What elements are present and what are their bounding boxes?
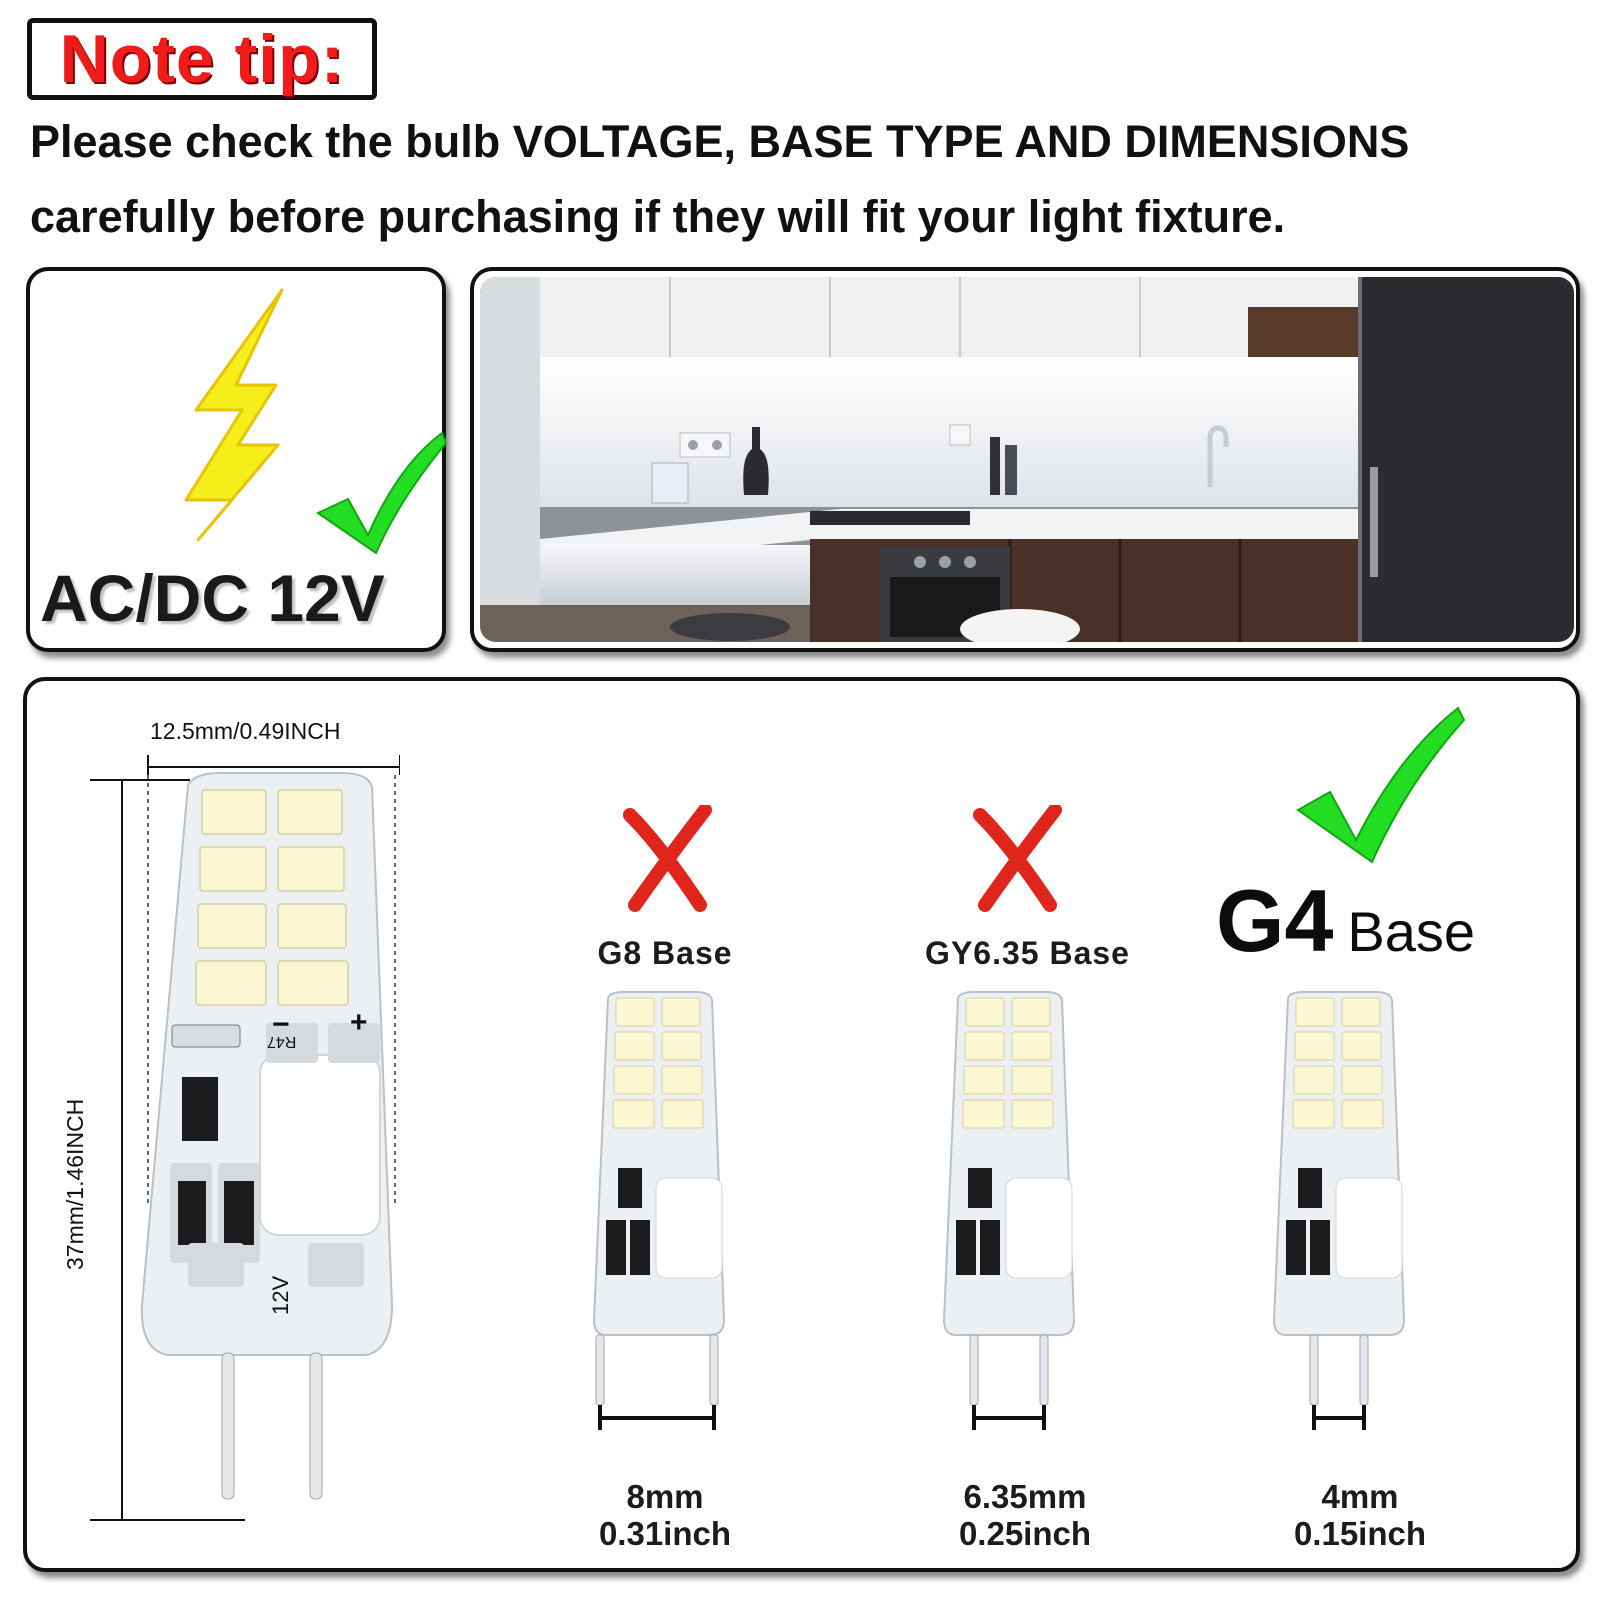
height-dimension-label: 37mm/1.46INCH [62, 1098, 88, 1270]
g4-measure-mm: 4mm [1321, 1478, 1399, 1515]
bulb-minus-mark: − [272, 1008, 290, 1041]
g8-bulb-icon [592, 991, 726, 1430]
bulb-plus-mark: + [350, 1006, 368, 1039]
gy635-measure-mm: 6.35mm [963, 1478, 1087, 1515]
g8-measure: 8mm 0.31inch [575, 1478, 755, 1552]
large-bulb-diagram [90, 755, 400, 1521]
g4-measure-inch: 0.15inch [1293, 1515, 1427, 1552]
note-title: Note tip: [59, 21, 345, 97]
green-check-icon [315, 431, 448, 555]
voltage-icons [184, 288, 448, 555]
g4-check-icon [1296, 706, 1466, 864]
gy635-cross-icon [973, 805, 1062, 912]
g8-base-label: G8 Base [597, 935, 733, 971]
bulb-voltage-mark: 12V [268, 1275, 293, 1315]
width-dimension-label: 12.5mm/0.49INCH [150, 718, 341, 744]
large-bulb-icon [140, 772, 394, 1500]
lightning-bolt-icon [184, 288, 284, 542]
gy635-measure: 6.35mm 0.25inch [935, 1478, 1115, 1552]
gy635-bulb-icon [942, 991, 1076, 1430]
note-tip-box: Note tip: [27, 18, 377, 100]
g8-measure-mm: 8mm [626, 1478, 704, 1515]
kitchen-under-cabinet-lighting-photo [480, 277, 1574, 642]
gy635-measure-inch: 0.25inch [958, 1515, 1092, 1552]
kitchen-photo-panel [470, 267, 1580, 652]
g4-base-name: G4 [1216, 871, 1334, 970]
note-line-2: carefully before purchasing if they will… [30, 191, 1286, 242]
g4-measure: 4mm 0.15inch [1270, 1478, 1450, 1552]
g4-base-suffix: Base [1347, 900, 1476, 963]
g8-cross-icon [623, 805, 712, 912]
g8-measure-inch: 0.31inch [598, 1515, 732, 1552]
voltage-label: AC/DC 12V [40, 561, 385, 635]
g4-bulb-icon [1272, 991, 1406, 1430]
gy635-base-label: GY6.35 Base [925, 935, 1130, 971]
note-line-1: Please check the bulb VOLTAGE, BASE TYPE… [30, 116, 1410, 167]
